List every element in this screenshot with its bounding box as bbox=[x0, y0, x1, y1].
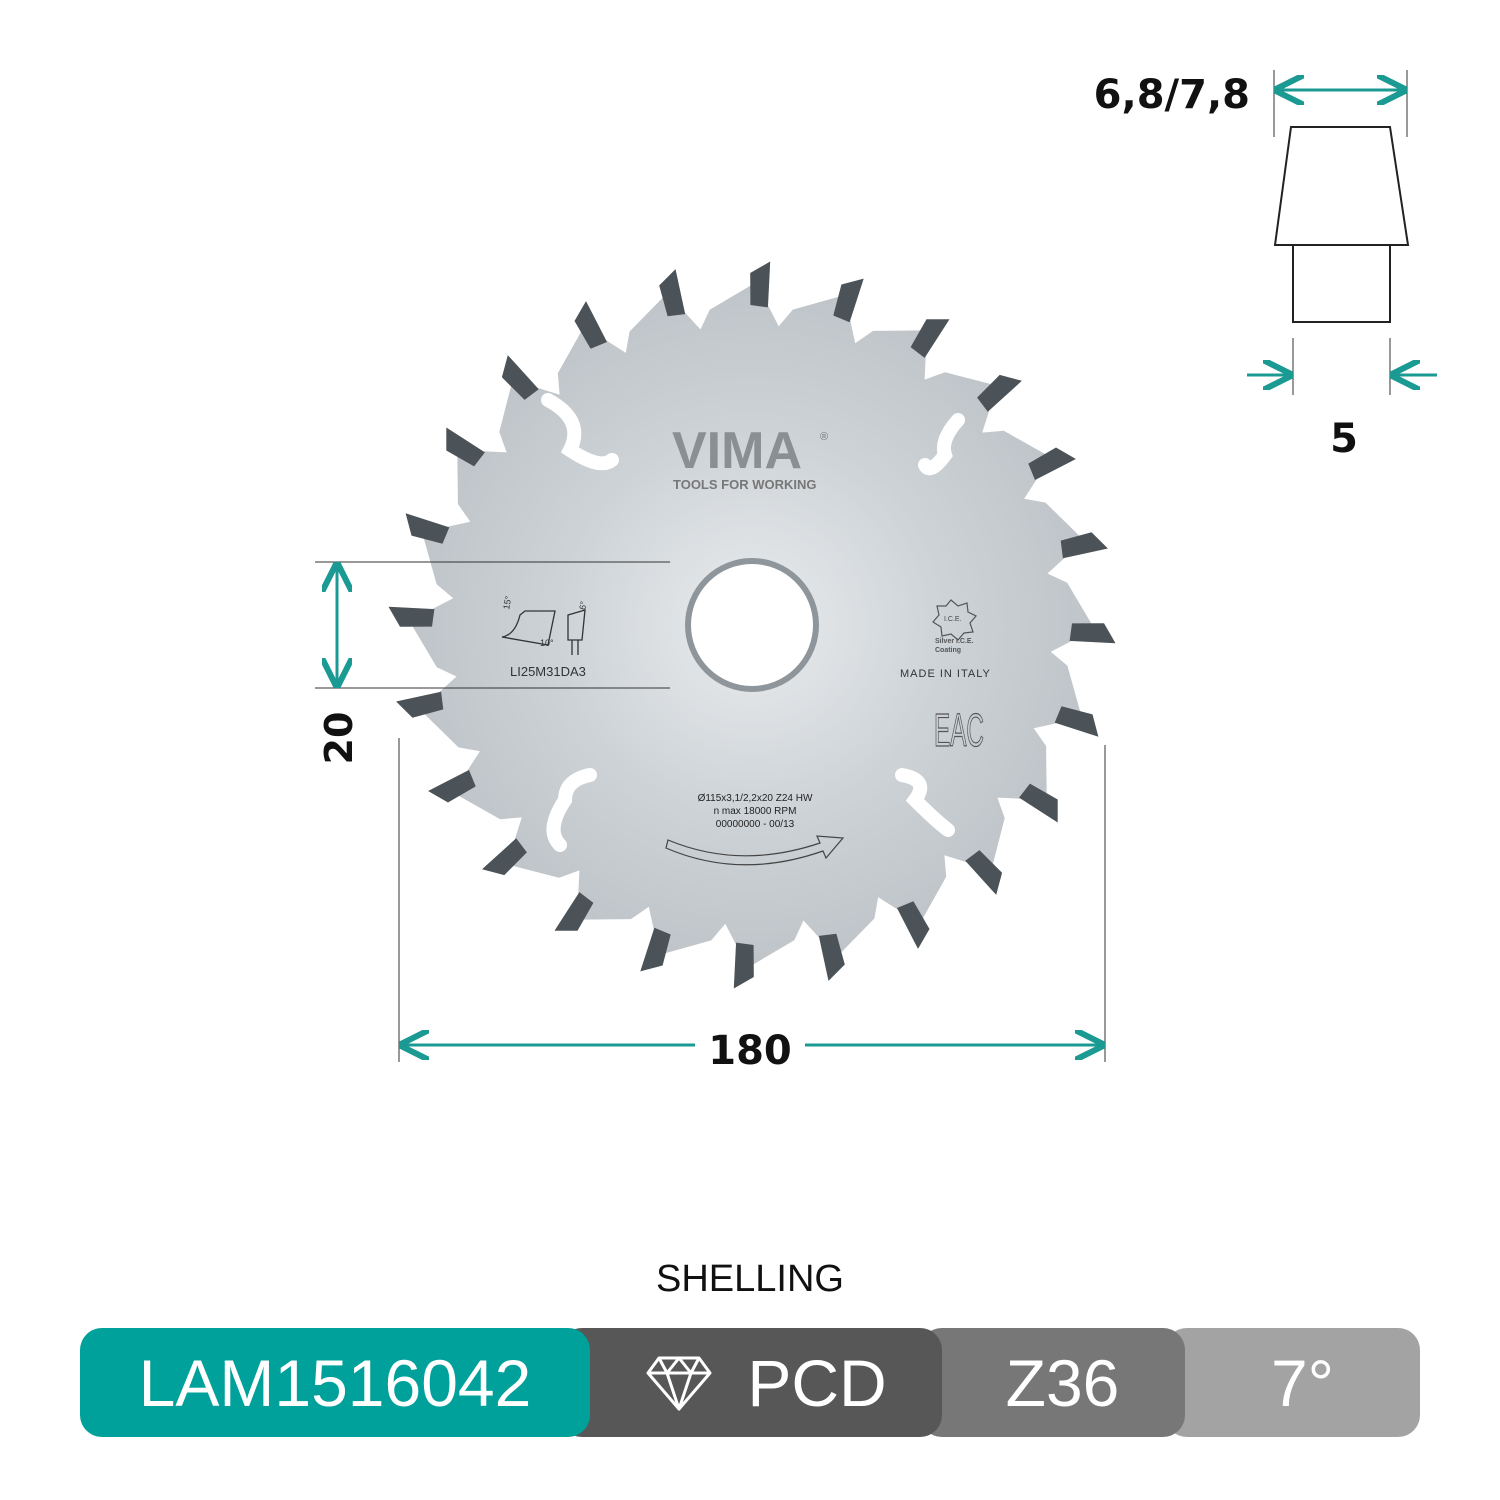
category-title: SHELLING bbox=[656, 1258, 844, 1300]
bore-value: 20 bbox=[317, 712, 361, 765]
spec-angle: 7° bbox=[1165, 1328, 1420, 1437]
brand-tagline: TOOLS FOR WORKING bbox=[673, 477, 816, 492]
hook-angle: 15° bbox=[501, 595, 513, 611]
diamond-icon bbox=[646, 1356, 712, 1410]
blade-teeth bbox=[388, 261, 1116, 989]
rotation-direction-arrow-icon bbox=[665, 835, 845, 866]
carbide-tooth bbox=[965, 850, 1003, 895]
made-in-italy: MADE IN ITALY bbox=[900, 668, 991, 680]
carbide-tooth bbox=[1028, 447, 1076, 480]
eac-mark: EAC bbox=[934, 704, 984, 756]
expansion-slots bbox=[541, 393, 965, 852]
ice-logo-text: I.C.E. bbox=[944, 616, 962, 623]
clearance-angle: 10° bbox=[540, 638, 554, 648]
blade-code: LI25M31DA3 bbox=[510, 664, 586, 679]
brand-logo: VIMA bbox=[672, 422, 802, 480]
spec-code: LAM1516042 bbox=[80, 1328, 590, 1437]
carbide-tooth bbox=[733, 942, 754, 989]
carbide-tooth bbox=[396, 691, 444, 718]
diameter-value: 180 bbox=[708, 1028, 792, 1074]
carbide-tooth bbox=[1054, 706, 1099, 737]
spec-teeth-label: Z36 bbox=[1005, 1345, 1120, 1420]
registered-mark: ® bbox=[820, 431, 828, 443]
carbide-tooth bbox=[501, 355, 539, 400]
spec-line-2: n max 18000 RPM bbox=[714, 806, 797, 817]
kerf-value: 6,8/7,8 bbox=[1094, 72, 1250, 118]
carbide-tooth bbox=[482, 838, 527, 876]
carbide-tooth bbox=[446, 427, 485, 467]
bevel-angle: 6° bbox=[577, 600, 588, 611]
specs-bar: 7° Z36 PCD LAM1516042 bbox=[0, 1328, 1500, 1437]
saw-blade: VIMA ® TOOLS FOR WORKING 15° 10° 6° LI25… bbox=[388, 261, 1116, 989]
bore-dimension bbox=[315, 561, 670, 689]
carbide-tooth bbox=[910, 319, 950, 358]
spec-line-3: 00000000 - 00/13 bbox=[716, 819, 795, 830]
spec-material-label: PCD bbox=[747, 1345, 887, 1420]
coating-text-2: Coating bbox=[935, 647, 961, 654]
carbide-tooth bbox=[1060, 532, 1108, 559]
carbide-tooth bbox=[640, 927, 671, 972]
ice-coating-logo bbox=[932, 599, 977, 641]
spec-code-label: LAM1516042 bbox=[138, 1345, 532, 1420]
carbide-tooth bbox=[574, 301, 607, 349]
tooth-geometry-icon bbox=[501, 609, 586, 655]
body-value: 5 bbox=[1330, 416, 1358, 462]
spec-angle-label: 7° bbox=[1270, 1345, 1335, 1420]
carbide-tooth bbox=[818, 933, 845, 981]
carbide-tooth bbox=[897, 901, 930, 949]
tooth-profile bbox=[1273, 126, 1410, 323]
carbide-tooth bbox=[833, 278, 864, 323]
carbide-tooth bbox=[659, 269, 686, 317]
carbide-tooth bbox=[977, 374, 1022, 412]
carbide-tooth bbox=[405, 513, 450, 544]
diameter-dimension bbox=[398, 738, 1106, 1062]
carbide-tooth bbox=[1019, 783, 1058, 823]
arbor-hole bbox=[685, 558, 819, 692]
carbide-tooth bbox=[1069, 623, 1116, 644]
spec-material: PCD bbox=[560, 1328, 942, 1437]
carbide-tooth bbox=[750, 261, 771, 308]
spec-teeth: Z36 bbox=[920, 1328, 1185, 1437]
coating-text: Silver I.C.E. bbox=[935, 638, 974, 645]
carbide-tooth bbox=[428, 770, 476, 803]
carbide-tooth bbox=[554, 892, 594, 931]
spec-line-1: Ø115x3,1/2,2x20 Z24 HW bbox=[698, 793, 813, 804]
carbide-tooth bbox=[388, 606, 435, 627]
